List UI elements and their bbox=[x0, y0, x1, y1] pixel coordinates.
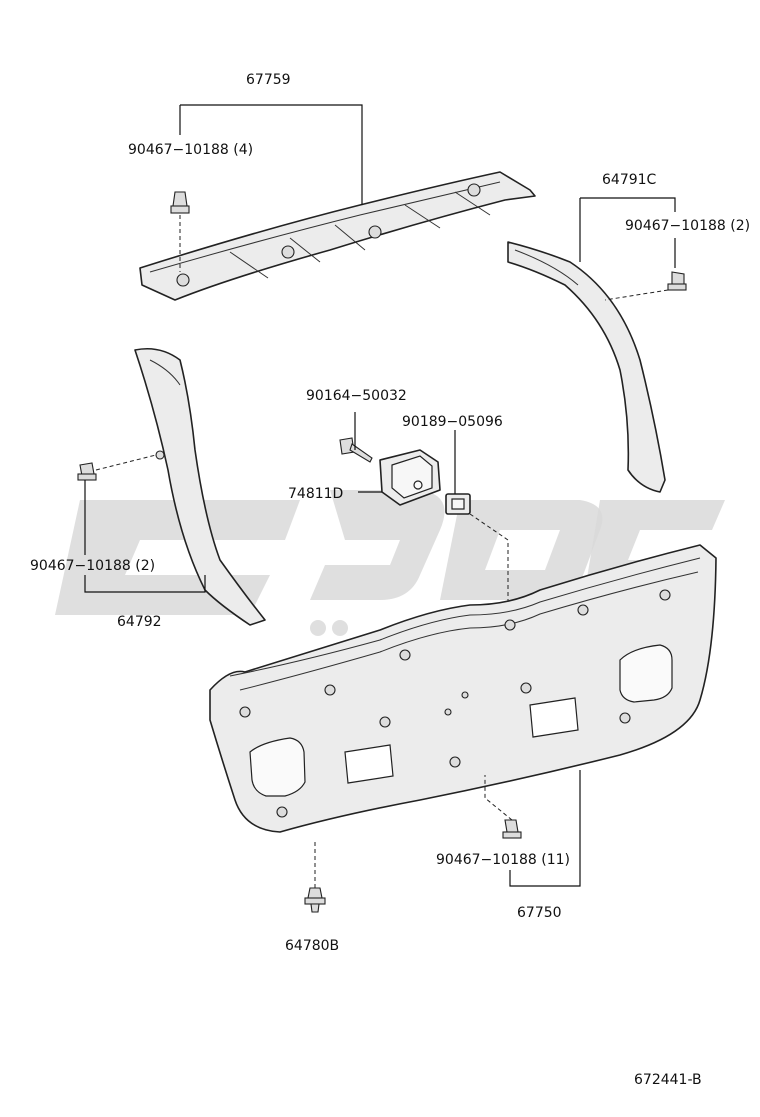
dashed-leader-right-clip bbox=[604, 289, 669, 301]
clip-icon-upper bbox=[170, 191, 190, 214]
clip-icon-left bbox=[77, 462, 97, 481]
callout-67750: 67750 bbox=[517, 905, 562, 921]
callout-screw: 90164−50032 bbox=[306, 388, 407, 404]
leader-64792 bbox=[84, 480, 206, 593]
callout-nut: 90189−05096 bbox=[402, 414, 503, 430]
callout-clip-right: 90467−10188 (2) bbox=[625, 218, 750, 234]
leader-64791C bbox=[579, 197, 676, 268]
callout-67759: 67759 bbox=[246, 72, 291, 88]
callout-clip-upper: 90467−10188 (4) bbox=[128, 142, 253, 158]
clip-icon-lower bbox=[502, 819, 522, 839]
leader-67759 bbox=[179, 104, 363, 205]
part-67750-main-panel bbox=[209, 544, 717, 833]
dashed-leader-lower-clip bbox=[484, 775, 513, 821]
leader-67750 bbox=[509, 770, 581, 887]
nut-icon bbox=[445, 493, 471, 515]
callout-clip-lower: 90467−10188 (11) bbox=[436, 852, 570, 868]
callout-64791C: 64791C bbox=[602, 172, 657, 188]
callout-clip-left: 90467−10188 (2) bbox=[30, 558, 155, 574]
callout-64780B: 64780B bbox=[285, 938, 339, 954]
sheet-code: 672441-B bbox=[634, 1072, 702, 1088]
callout-74811D: 74811D bbox=[288, 486, 343, 502]
part-64791C-right-pillar bbox=[507, 241, 666, 493]
part-67759-upper-panel bbox=[139, 171, 536, 301]
clip-icon-right bbox=[667, 271, 687, 291]
callout-64792: 64792 bbox=[117, 614, 162, 630]
dashed-leader-left-clip bbox=[95, 454, 157, 471]
part-64792-left-pillar bbox=[134, 347, 266, 626]
screw-icon bbox=[339, 437, 373, 463]
clip-icon-64780B bbox=[304, 887, 326, 913]
